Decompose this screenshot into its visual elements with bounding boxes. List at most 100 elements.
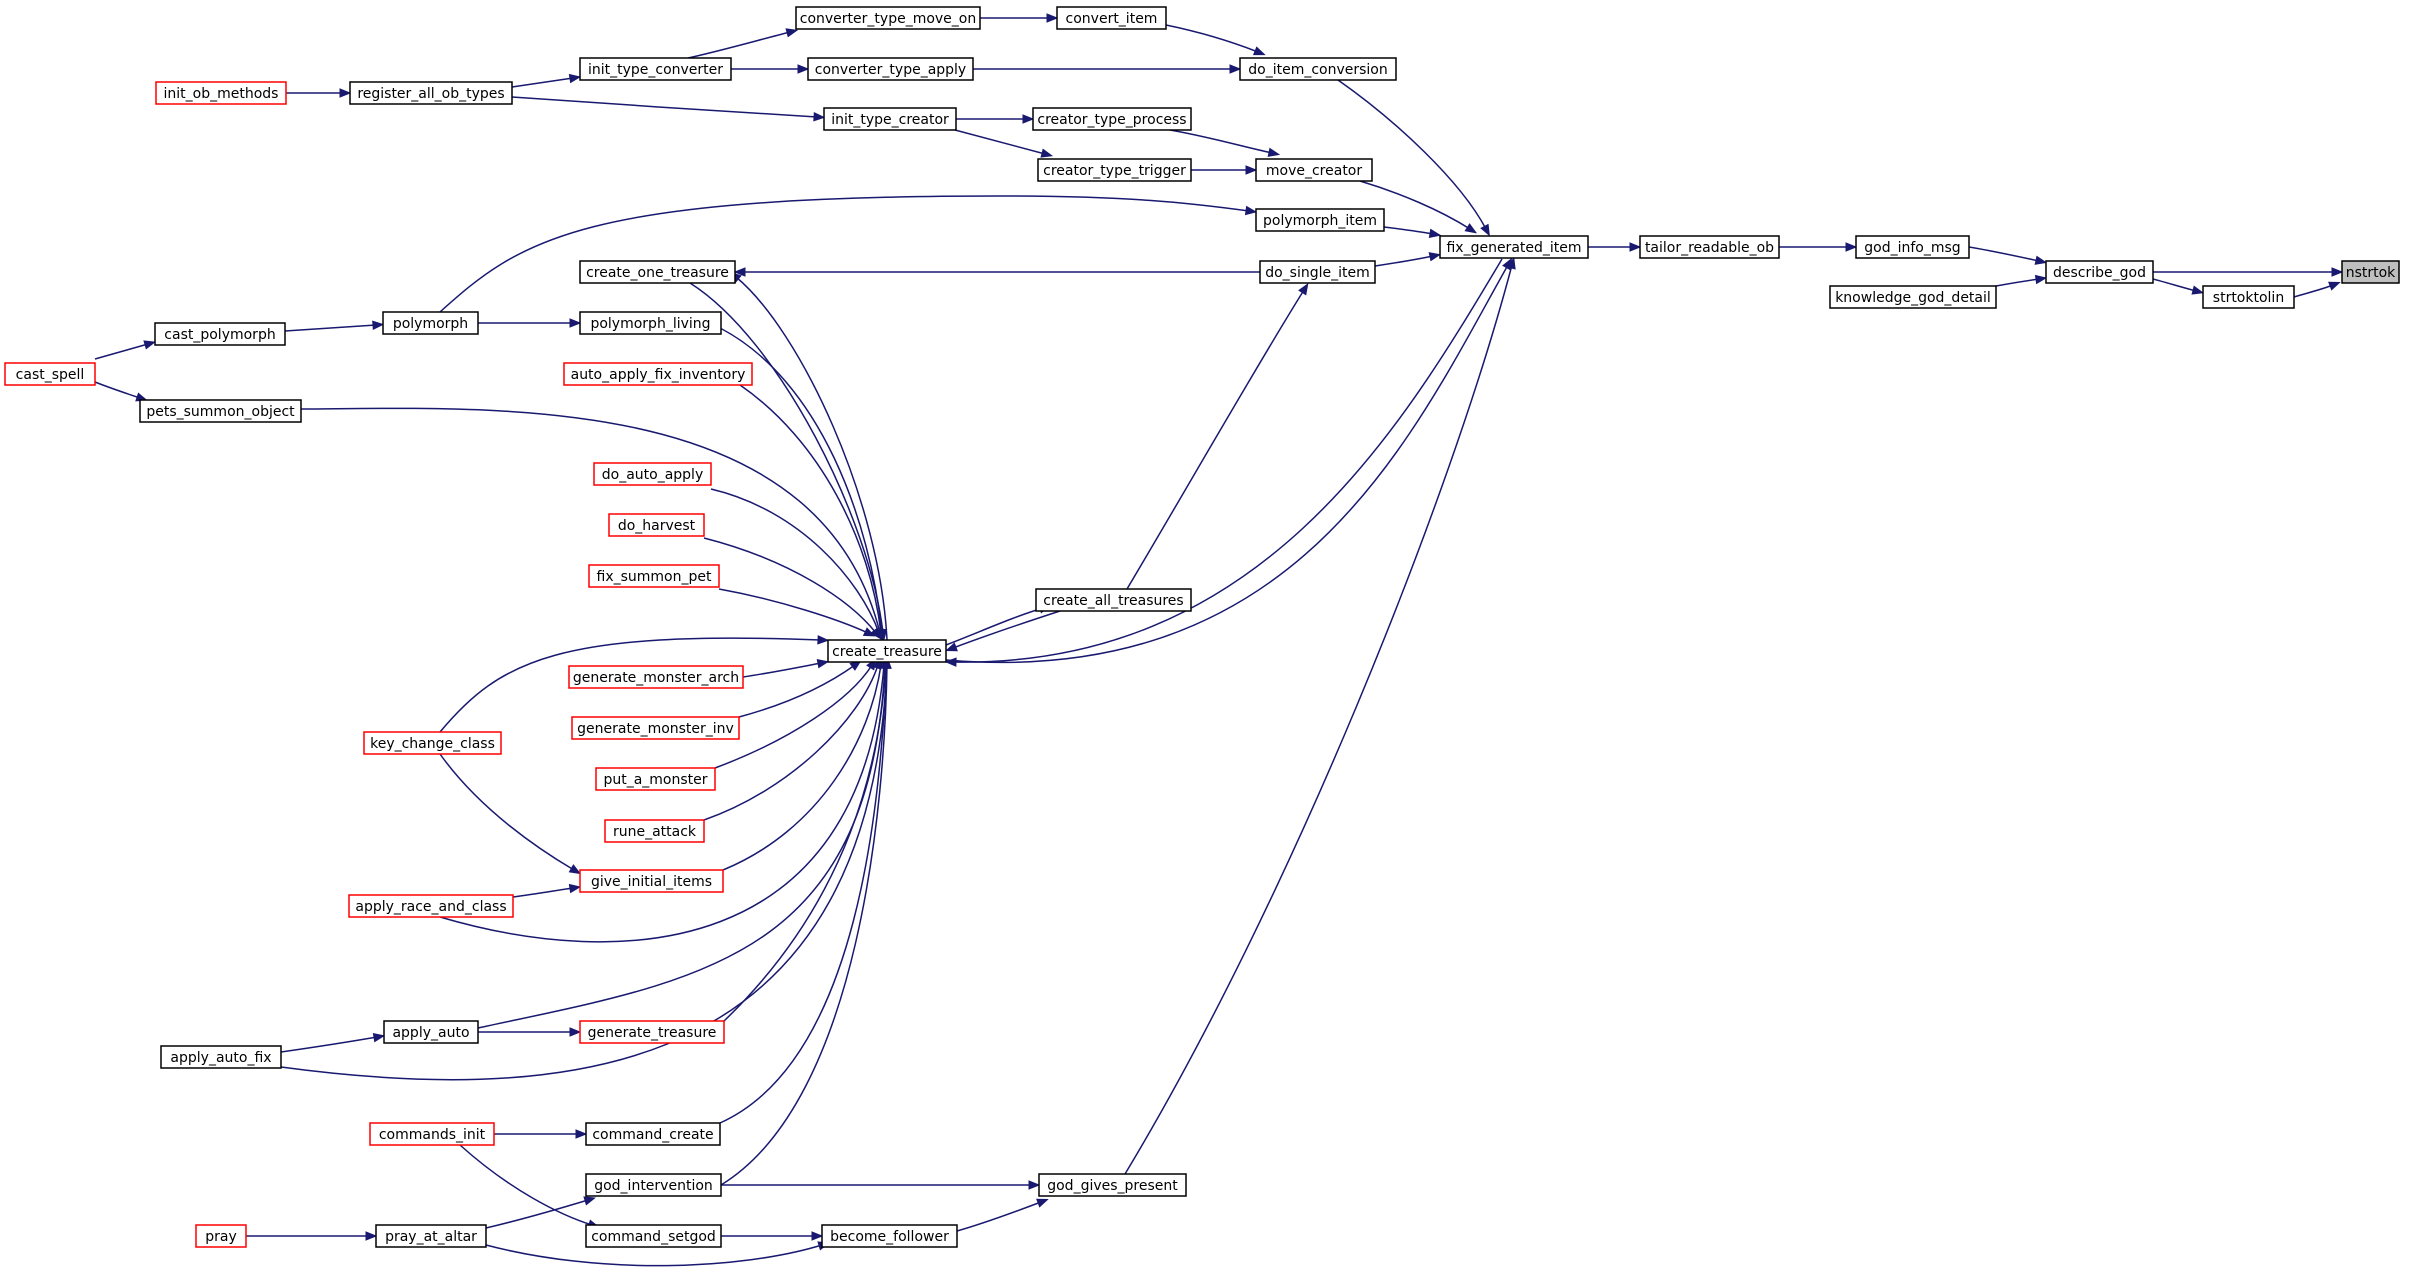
node-do_harvest[interactable]: do_harvest bbox=[608, 513, 705, 537]
node-box[interactable] bbox=[588, 564, 720, 588]
node-pray_at_altar[interactable]: pray_at_altar bbox=[375, 1224, 487, 1248]
node-generate_monster_arch[interactable]: generate_monster_arch bbox=[568, 665, 744, 689]
node-rune_attack[interactable]: rune_attack bbox=[604, 819, 705, 843]
node-convert_item[interactable]: convert_item bbox=[1056, 6, 1167, 30]
node-box[interactable] bbox=[1639, 235, 1780, 259]
node-box[interactable] bbox=[821, 1224, 958, 1248]
node-generate_monster_inv[interactable]: generate_monster_inv bbox=[571, 716, 740, 740]
node-create_all_treasures[interactable]: create_all_treasures bbox=[1035, 588, 1192, 612]
node-become_follower[interactable]: become_follower bbox=[821, 1224, 958, 1248]
node-creator_type_trigger[interactable]: creator_type_trigger bbox=[1037, 158, 1192, 182]
node-apply_race_and_class[interactable]: apply_race_and_class bbox=[348, 894, 514, 918]
node-box[interactable] bbox=[1056, 6, 1167, 30]
node-move_creator[interactable]: move_creator bbox=[1255, 158, 1373, 182]
node-box[interactable] bbox=[585, 1173, 722, 1197]
node-box[interactable] bbox=[382, 311, 479, 335]
node-pets_summon_object[interactable]: pets_summon_object bbox=[139, 399, 302, 423]
node-box[interactable] bbox=[195, 1224, 247, 1248]
node-box[interactable] bbox=[1255, 208, 1385, 232]
node-box[interactable] bbox=[579, 1020, 725, 1044]
node-do_single_item[interactable]: do_single_item bbox=[1259, 260, 1376, 284]
node-box[interactable] bbox=[827, 639, 947, 663]
node-box[interactable] bbox=[155, 81, 287, 105]
node-box[interactable] bbox=[160, 1045, 282, 1069]
node-box[interactable] bbox=[579, 57, 732, 81]
node-init_type_creator[interactable]: init_type_creator bbox=[823, 107, 957, 131]
node-fix_generated_item[interactable]: fix_generated_item bbox=[1439, 235, 1589, 259]
node-box[interactable] bbox=[1035, 588, 1192, 612]
node-converter_type_apply[interactable]: converter_type_apply bbox=[807, 57, 974, 81]
node-box[interactable] bbox=[363, 731, 502, 755]
node-nstrtok[interactable]: nstrtok bbox=[2341, 260, 2400, 284]
node-box[interactable] bbox=[571, 716, 740, 740]
node-create_one_treasure[interactable]: create_one_treasure bbox=[579, 260, 736, 284]
node-put_a_monster[interactable]: put_a_monster bbox=[595, 767, 716, 791]
node-god_intervention[interactable]: god_intervention bbox=[585, 1173, 722, 1197]
node-strtoktolin[interactable]: strtoktolin bbox=[2202, 285, 2295, 309]
node-polymorph[interactable]: polymorph bbox=[382, 311, 479, 335]
node-do_item_conversion[interactable]: do_item_conversion bbox=[1239, 57, 1397, 81]
node-box[interactable] bbox=[608, 513, 705, 537]
node-describe_god[interactable]: describe_god bbox=[2045, 260, 2154, 284]
node-box[interactable] bbox=[563, 362, 753, 386]
node-box[interactable] bbox=[595, 767, 716, 791]
node-box[interactable] bbox=[375, 1224, 487, 1248]
node-command_setgod[interactable]: command_setgod bbox=[585, 1224, 722, 1248]
node-box[interactable] bbox=[154, 322, 286, 346]
node-box[interactable] bbox=[807, 57, 974, 81]
node-box[interactable] bbox=[2202, 285, 2295, 309]
node-apply_auto[interactable]: apply_auto bbox=[383, 1020, 479, 1044]
node-give_initial_items[interactable]: give_initial_items bbox=[579, 869, 724, 893]
node-box[interactable] bbox=[1037, 158, 1192, 182]
node-box[interactable] bbox=[1855, 235, 1970, 259]
node-box[interactable] bbox=[139, 399, 302, 423]
node-commands_init[interactable]: commands_init bbox=[369, 1122, 495, 1146]
node-box[interactable] bbox=[604, 819, 705, 843]
node-do_auto_apply[interactable]: do_auto_apply bbox=[593, 462, 712, 486]
node-box[interactable] bbox=[1032, 107, 1192, 131]
node-command_create[interactable]: command_create bbox=[585, 1122, 721, 1146]
node-polymorph_living[interactable]: polymorph_living bbox=[579, 311, 722, 335]
node-box[interactable] bbox=[568, 665, 744, 689]
node-create_treasure[interactable]: create_treasure bbox=[827, 639, 947, 663]
node-box[interactable] bbox=[585, 1122, 721, 1146]
node-box[interactable] bbox=[1259, 260, 1376, 284]
node-polymorph_item[interactable]: polymorph_item bbox=[1255, 208, 1385, 232]
node-cast_polymorph[interactable]: cast_polymorph bbox=[154, 322, 286, 346]
node-box[interactable] bbox=[2341, 260, 2400, 284]
node-box[interactable] bbox=[579, 311, 722, 335]
node-box[interactable] bbox=[1829, 285, 1997, 309]
node-box[interactable] bbox=[823, 107, 957, 131]
node-creator_type_process[interactable]: creator_type_process bbox=[1032, 107, 1192, 131]
node-box[interactable] bbox=[593, 462, 712, 486]
node-fix_summon_pet[interactable]: fix_summon_pet bbox=[588, 564, 720, 588]
node-register_all_ob_types[interactable]: register_all_ob_types bbox=[349, 81, 513, 105]
node-box[interactable] bbox=[585, 1224, 722, 1248]
node-box[interactable] bbox=[579, 260, 736, 284]
node-box[interactable] bbox=[349, 81, 513, 105]
node-god_gives_present[interactable]: god_gives_present bbox=[1038, 1173, 1187, 1197]
node-generate_treasure[interactable]: generate_treasure bbox=[579, 1020, 725, 1044]
node-box[interactable] bbox=[1038, 1173, 1187, 1197]
node-box[interactable] bbox=[1439, 235, 1589, 259]
node-box[interactable] bbox=[795, 6, 981, 30]
node-converter_type_move_on[interactable]: converter_type_move_on bbox=[795, 6, 981, 30]
node-box[interactable] bbox=[1255, 158, 1373, 182]
node-key_change_class[interactable]: key_change_class bbox=[363, 731, 502, 755]
node-knowledge_god_detail[interactable]: knowledge_god_detail bbox=[1829, 285, 1997, 309]
node-box[interactable] bbox=[2045, 260, 2154, 284]
node-auto_apply_fix_inventory[interactable]: auto_apply_fix_inventory bbox=[563, 362, 753, 386]
node-box[interactable] bbox=[579, 869, 724, 893]
node-box[interactable] bbox=[383, 1020, 479, 1044]
node-box[interactable] bbox=[4, 362, 96, 386]
node-pray[interactable]: pray bbox=[195, 1224, 247, 1248]
node-box[interactable] bbox=[1239, 57, 1397, 81]
node-cast_spell[interactable]: cast_spell bbox=[4, 362, 96, 386]
node-init_type_converter[interactable]: init_type_converter bbox=[579, 57, 732, 81]
node-apply_auto_fix[interactable]: apply_auto_fix bbox=[160, 1045, 282, 1069]
node-tailor_readable_ob[interactable]: tailor_readable_ob bbox=[1639, 235, 1780, 259]
node-init_ob_methods[interactable]: init_ob_methods bbox=[155, 81, 287, 105]
node-god_info_msg[interactable]: god_info_msg bbox=[1855, 235, 1970, 259]
node-box[interactable] bbox=[369, 1122, 495, 1146]
node-box[interactable] bbox=[348, 894, 514, 918]
